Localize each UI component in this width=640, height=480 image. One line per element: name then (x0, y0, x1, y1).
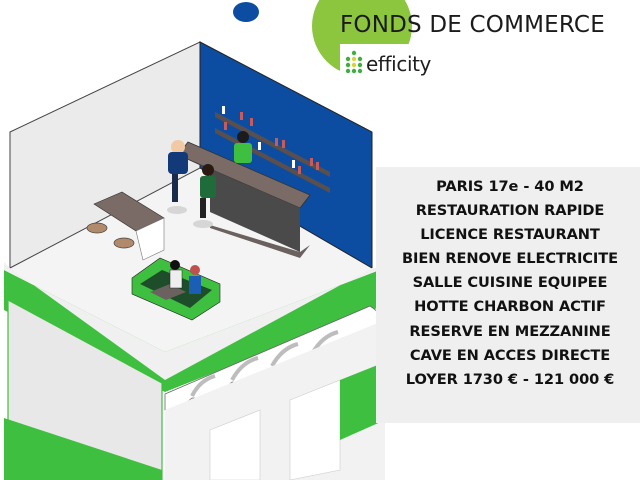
detail-location-size: PARIS 17e - 40 M2 (436, 178, 584, 195)
efficity-dots-logo-icon (345, 50, 363, 74)
detail-cellar: CAVE EN ACCES DIRECTE (409, 346, 611, 364)
bar-counter-front (178, 155, 300, 252)
detail-license: LICENCE RESTAURANT (420, 226, 600, 244)
chairs (86, 222, 135, 249)
detail-rent-price: LOYER 1730 € - 121 000 € (405, 370, 615, 388)
detail-storage: RESERVE EN MEZZANINE (409, 322, 611, 340)
info-panel (376, 167, 640, 423)
brand-name: efficity (366, 52, 431, 76)
blue-dot-decoration (233, 2, 259, 22)
facade-band-right (165, 268, 385, 392)
detail-activity: RESTAURATION RAPIDE (415, 202, 605, 220)
detail-electricity: BIEN RENOVE ELECTRICITE (402, 250, 618, 268)
page-title: FONDS DE COMMERCE (340, 12, 605, 38)
listing-details: PARIS 17e - 40 M2 RESTAURATION RAPIDE LI… (380, 175, 640, 392)
detail-hood: HOTTE CHARBON ACTIF (414, 298, 606, 316)
facade-band-left (4, 270, 165, 392)
detail-kitchen: SALLE CUISINE EQUIPEE (412, 274, 608, 292)
